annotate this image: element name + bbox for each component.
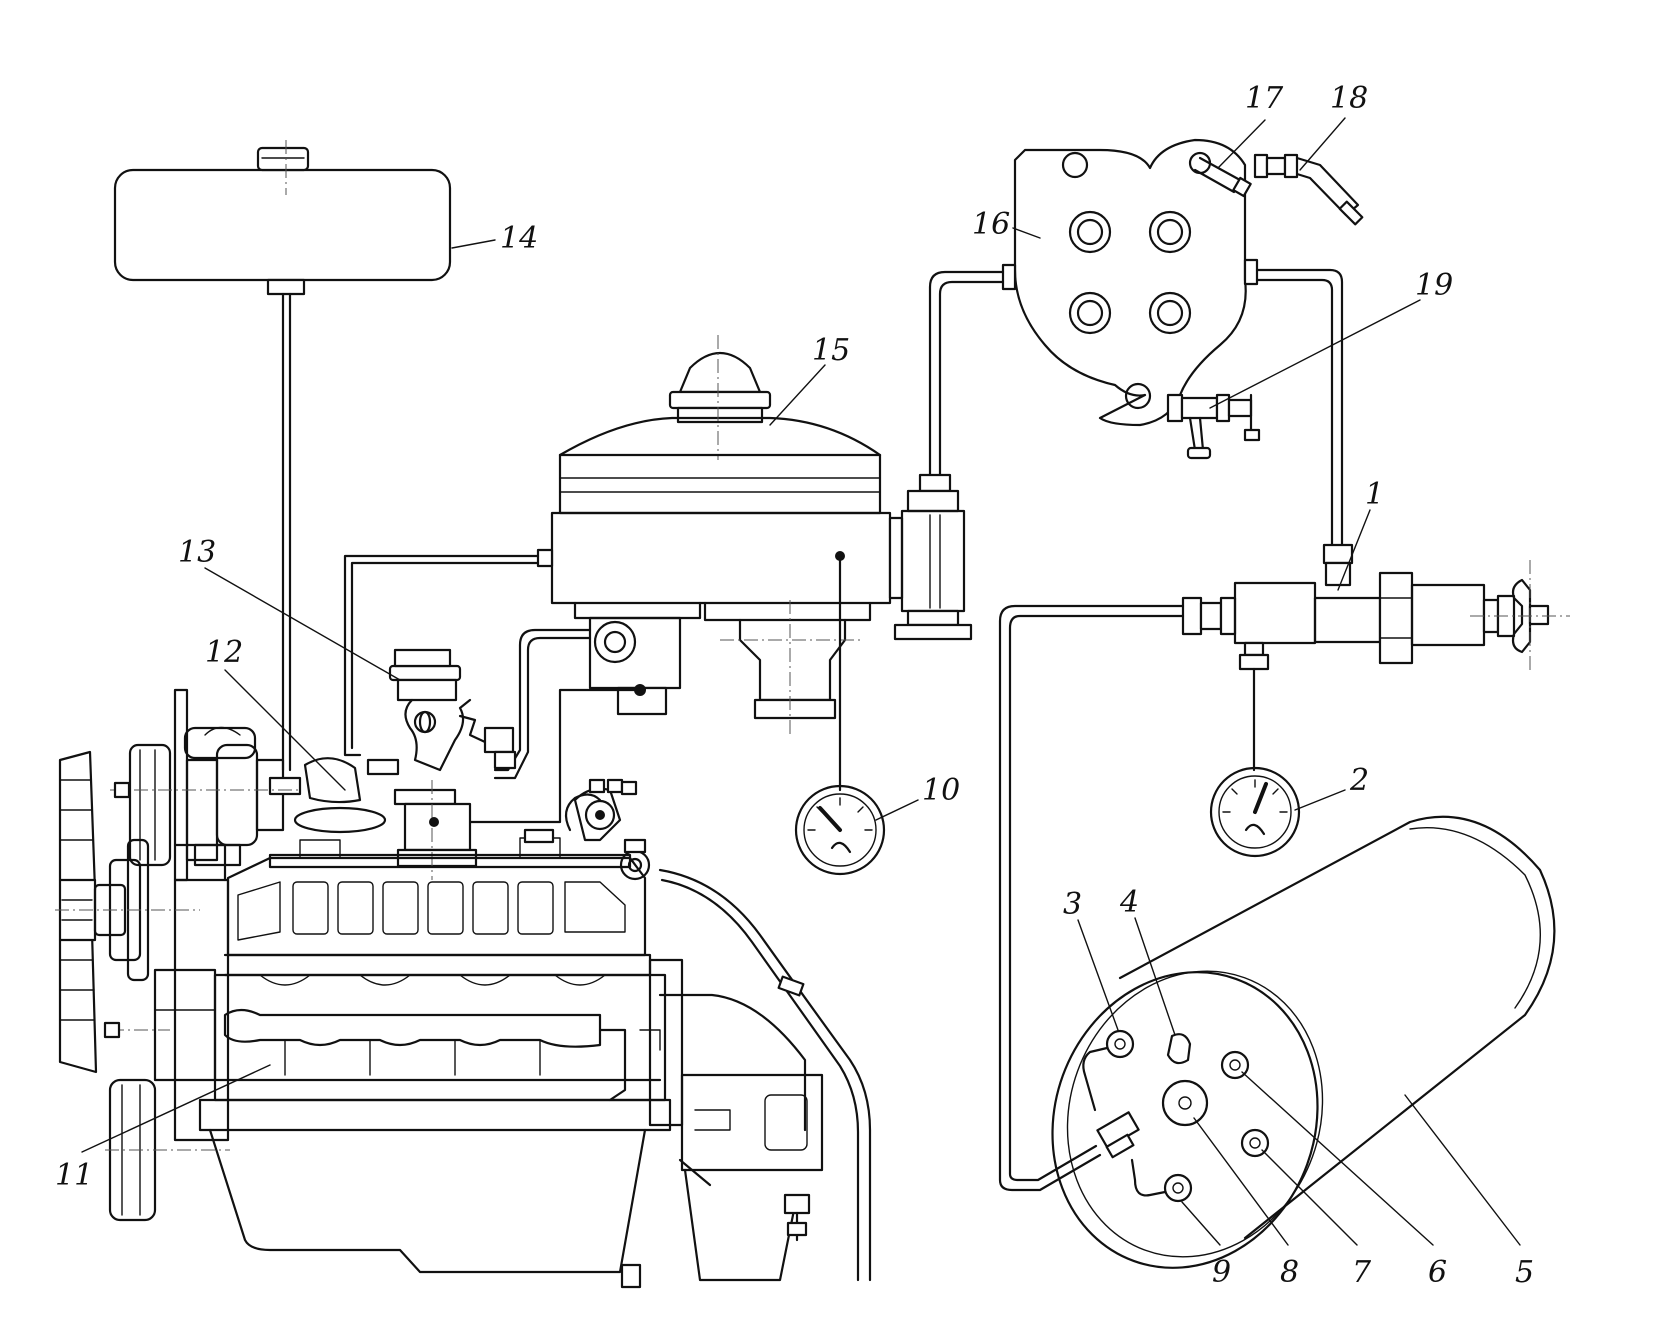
- callout-leaders: [81, 117, 1521, 1246]
- pressure-gauge-2: [1209, 766, 1301, 858]
- valve-19: [1166, 393, 1261, 460]
- callout-13: 13: [178, 535, 216, 570]
- return-pipe: [493, 628, 592, 780]
- pipe-valve-to-tank: [998, 604, 1185, 1192]
- engine-block: [198, 778, 872, 1289]
- valve-17: [1188, 151, 1252, 198]
- fuel-tank: [113, 140, 452, 296]
- callout-18: 18: [1330, 81, 1368, 116]
- front-centerlines: [55, 781, 300, 1151]
- callout-15: 15: [812, 333, 850, 368]
- callout-6: 6: [1428, 1255, 1447, 1290]
- callout-3: 3: [1063, 887, 1082, 922]
- valve-18: [1253, 153, 1364, 226]
- fuel-pump: [366, 648, 517, 776]
- cooling-fan: [58, 750, 98, 1074]
- float-chamber: [720, 600, 860, 735]
- callout-16: 16: [972, 207, 1010, 242]
- timing-cover: [153, 843, 242, 1142]
- callout-10: 10: [922, 773, 960, 808]
- callout-2: 2: [1349, 763, 1369, 798]
- callout-7: 7: [1352, 1255, 1372, 1290]
- carburetor: [293, 757, 478, 880]
- fuel-line: [281, 292, 292, 772]
- callout-1: 1: [1365, 477, 1384, 512]
- callout-8: 8: [1280, 1255, 1299, 1290]
- pipe-manifold-to-filter: [918, 270, 1005, 493]
- air-filter-housing: [536, 335, 904, 622]
- callout-labels: 1 2 3 4 5 6 7 8 9 10 11 12 13 14 15 16 1…: [55, 81, 1534, 1290]
- cylinder-end-fittings: [1082, 1029, 1270, 1203]
- callout-9: 9: [1212, 1255, 1231, 1290]
- valve-assembly: [1181, 543, 1570, 671]
- callout-5: 5: [1515, 1255, 1534, 1290]
- callout-4: 4: [1119, 885, 1139, 920]
- callout-14: 14: [500, 221, 538, 256]
- callout-11: 11: [55, 1158, 93, 1193]
- carb-feed-pipe: [438, 688, 642, 824]
- pipe-manifold-to-valve: [1255, 268, 1344, 547]
- callout-12: 12: [205, 635, 243, 670]
- gas-cylinder: [1051, 815, 1556, 1269]
- carburetor-body: [588, 616, 682, 716]
- fuel-pipe-to-pump: [343, 554, 540, 757]
- callout-17: 17: [1245, 81, 1284, 116]
- generator: [183, 726, 302, 847]
- callout-19: 19: [1415, 268, 1453, 303]
- pressure-gauge-10: [794, 784, 886, 876]
- filter-cylinder: [893, 489, 973, 641]
